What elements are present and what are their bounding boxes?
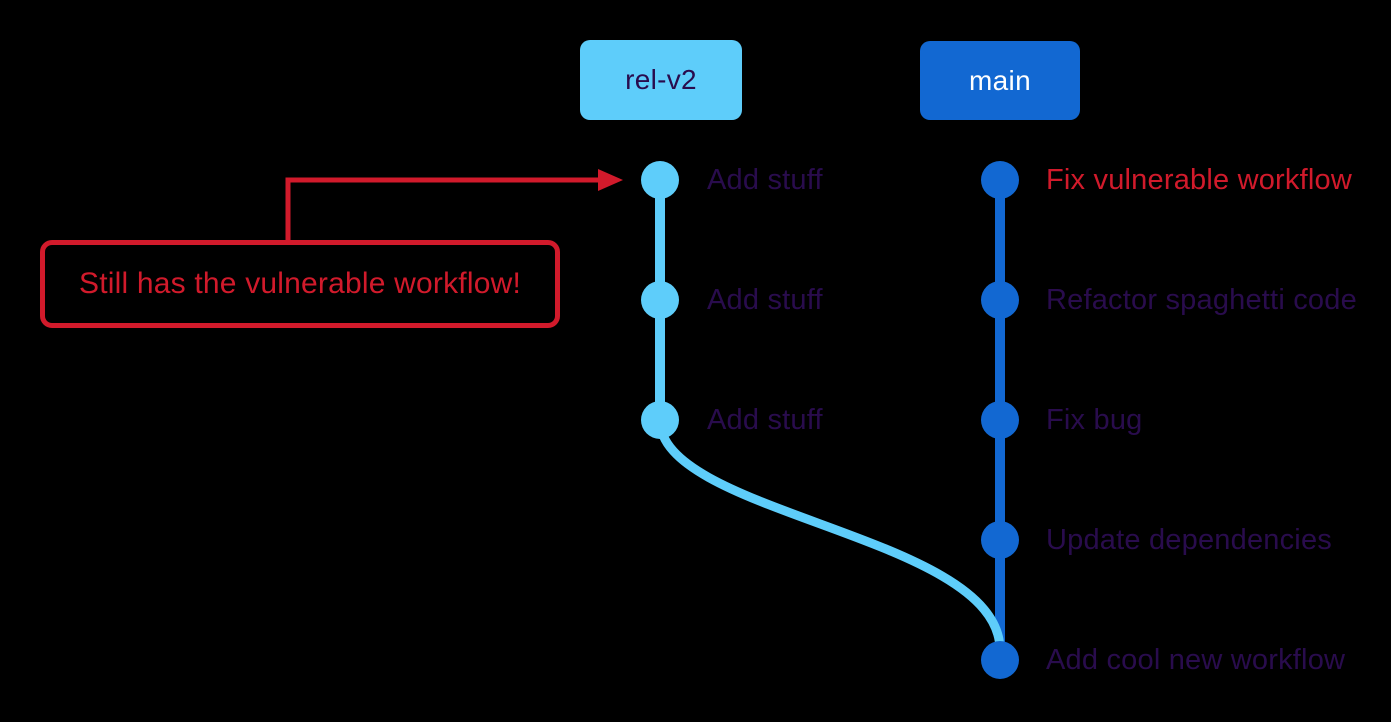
commit-dot-main-3 — [981, 401, 1019, 439]
commit-message-main-2: Refactor spaghetti code — [1046, 284, 1357, 316]
branch-label-rel-v2-text: rel-v2 — [625, 64, 697, 95]
commit-dot-main-4 — [981, 521, 1019, 559]
commit-dot-main-2 — [981, 281, 1019, 319]
callout-arrow-line — [285, 177, 598, 240]
commit-dot-rel-v2-1 — [641, 161, 679, 199]
warning-callout-text: Still has the vulnerable workflow! — [78, 267, 521, 300]
commit-dot-rel-v2-2 — [641, 281, 679, 319]
commit-message-rel-v2-2: Add stuff — [707, 284, 823, 316]
commit-dot-rel-v2-3 — [641, 401, 679, 439]
commit-message-main-4: Update dependencies — [1046, 524, 1332, 556]
commit-message-rel-v2-1: Add stuff — [707, 164, 823, 196]
commit-message-rel-v2-3: Add stuff — [707, 404, 823, 436]
commit-message-main-1: Fix vulnerable workflow — [1046, 164, 1352, 196]
warning-callout: Still has the vulnerable workflow! — [40, 240, 560, 328]
branch-label-rel-v2: rel-v2 — [580, 40, 742, 120]
rel-v2-branch-point-curve — [655, 415, 1005, 655]
commit-dot-main-1 — [981, 161, 1019, 199]
commit-message-main-3: Fix bug — [1046, 404, 1143, 436]
branch-label-main-text: main — [969, 64, 1031, 96]
commit-message-main-5: Add cool new workflow — [1046, 644, 1346, 676]
branch-label-main: main — [920, 41, 1080, 120]
callout-arrow-head-icon — [598, 169, 623, 191]
commit-dot-main-5 — [981, 641, 1019, 679]
